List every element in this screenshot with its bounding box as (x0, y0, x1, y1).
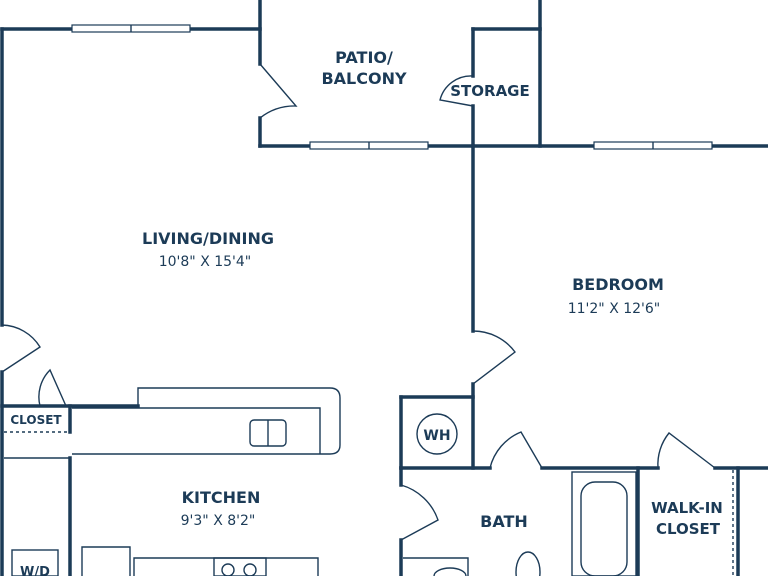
bathtub-inner (580, 481, 628, 576)
kitchen-lower-counter (81, 546, 131, 576)
kitchen-label: KITCHEN (182, 488, 261, 507)
kitchen-fixtures (72, 387, 341, 576)
water-heater-label: WH (423, 428, 450, 444)
living-dining-dims: 10'8" X 15'4" (159, 254, 252, 270)
bath-vanity (403, 557, 469, 576)
range-top (213, 557, 267, 576)
bedroom-dims: 11'2" X 12'6" (568, 301, 661, 317)
patio-label-line1: PATIO/ (335, 48, 393, 67)
bedroom-label: BEDROOM (572, 275, 664, 294)
kitchen-counter-inner (72, 407, 321, 454)
door-kitchen-bath-swing (400, 484, 439, 541)
toilet-bowl (515, 551, 541, 576)
doors (1, 63, 716, 541)
door-bedroom-swing (472, 330, 516, 385)
storage-label: STORAGE (450, 82, 530, 100)
kitchen-dims: 9'3" X 8'2" (181, 513, 256, 529)
door-storage-swing (439, 75, 474, 107)
door-entry-swing (1, 324, 41, 373)
washer-dryer-label: W/D (20, 565, 50, 576)
door-bath-swing (489, 431, 543, 469)
patio-label-line2: BALCONY (321, 69, 407, 88)
walkin-label-line2: CLOSET (656, 520, 721, 538)
windows (71, 24, 713, 150)
door-patio-swing (259, 63, 298, 119)
bath-label: BATH (480, 512, 528, 531)
bathtub-outer (571, 471, 637, 576)
door-closet-swing (38, 368, 67, 407)
washer-dryer-box (11, 549, 59, 576)
stove-burner-2 (243, 563, 257, 576)
door-walkin-swing (657, 432, 716, 469)
living-dining-label: LIVING/DINING (142, 229, 274, 248)
walkin-label-line1: WALK-IN (651, 499, 723, 517)
closet-rods (4, 431, 734, 576)
closet-label: CLOSET (10, 413, 62, 427)
water-heater (416, 413, 458, 455)
bath-fixtures (403, 471, 637, 576)
bath-vanity-sink (433, 567, 467, 576)
kitchen-range-counter (133, 557, 319, 576)
stove-burner-1 (221, 563, 235, 576)
kitchen-bar-counter (72, 387, 341, 455)
